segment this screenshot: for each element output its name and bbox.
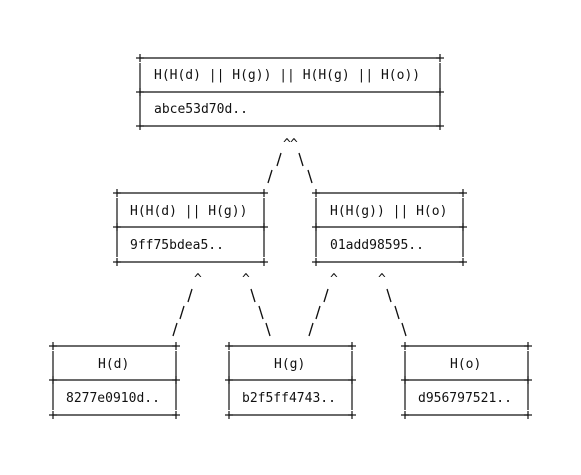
internal-left-node: H(H(d) || H(g)) 9ff75bdea5.. (113, 189, 268, 266)
edge-slash (172, 322, 178, 337)
edge-slash (187, 288, 193, 303)
edge-slash (394, 305, 400, 320)
root-hash: abce53d70d.. (154, 102, 248, 117)
leaf-g-label: H(g) (274, 357, 305, 372)
edge-internal-left-to-root: ^ (267, 137, 291, 184)
leaf-g-node: H(g) b2f5ff4743.. (225, 342, 356, 419)
edge-leaf-g-to-internal-right: ^ (308, 272, 338, 337)
edge-slash (265, 322, 271, 337)
arrow-head-glyph: ^ (194, 272, 202, 287)
edge-slash (308, 322, 314, 337)
arrow-head-glyph: ^ (290, 137, 298, 152)
root-node: H(H(d) || H(g)) || H(H(g) || H(o)) abce5… (136, 54, 444, 130)
arrow-head-glyph: ^ (378, 272, 386, 287)
edge-slash (315, 305, 321, 320)
edge-leaf-o-to-internal-right: ^ (378, 272, 407, 337)
internal-left-label: H(H(d) || H(g)) (130, 204, 247, 219)
root-label: H(H(d) || H(g)) || H(H(g) || H(o)) (154, 68, 420, 83)
edge-slash (267, 169, 273, 184)
leaf-d-node: H(d) 8277e0910d.. (49, 342, 180, 419)
edge-leaf-g-to-internal-left: ^ (242, 272, 271, 337)
edge-slash (179, 305, 185, 320)
edge-slash (401, 322, 407, 337)
arrow-head-glyph: ^ (283, 137, 291, 152)
internal-left-hash: 9ff75bdea5.. (130, 238, 224, 253)
edge-slash (298, 152, 304, 167)
internal-right-label: H(H(g)) || H(o) (330, 204, 447, 219)
leaf-o-hash: d956797521.. (418, 391, 512, 406)
internal-right-node: H(H(g)) || H(o) 01add98595.. (312, 189, 467, 266)
edge-slash (307, 169, 313, 184)
arrow-head-glyph: ^ (330, 272, 338, 287)
leaf-d-hash: 8277e0910d.. (66, 391, 160, 406)
leaf-o-node: H(o) d956797521.. (401, 342, 532, 419)
edge-slash (323, 288, 329, 303)
arrow-head-glyph: ^ (242, 272, 250, 287)
internal-right-hash: 01add98595.. (330, 238, 424, 253)
edge-slash (386, 288, 392, 303)
leaf-o-label: H(o) (450, 357, 481, 372)
edge-internal-right-to-root: ^ (290, 137, 313, 184)
edge-slash (258, 305, 264, 320)
leaf-g-hash: b2f5ff4743.. (242, 391, 336, 406)
edge-slash (250, 288, 256, 303)
leaf-d-label: H(d) (98, 357, 129, 372)
edge-slash (276, 152, 282, 167)
edge-leaf-d-to-internal-left: ^ (172, 272, 202, 337)
